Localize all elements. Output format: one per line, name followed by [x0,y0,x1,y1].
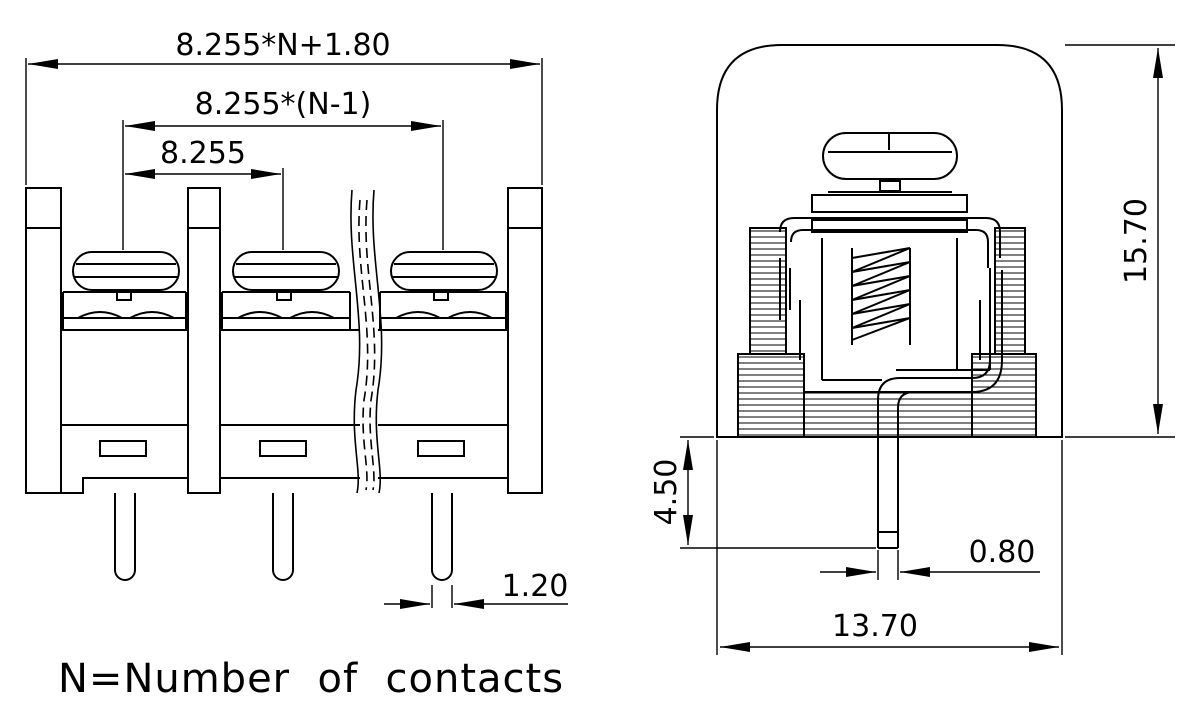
front-view-pins [114,493,453,581]
dim-overall-width-label: 8.255*N+1.80 [175,28,390,63]
dim-span-label: 8.255*(N-1) [195,87,372,122]
side-view-clamp [779,194,1001,381]
front-view-walls [25,187,543,494]
dim-pin-thickness-label: 0.80 [969,535,1036,570]
side-view-screw [822,132,958,345]
dim-pin-width-label: 1.20 [502,569,569,604]
front-view-extension-lines [25,58,543,608]
dim-pitch-label: 8.255 [160,136,246,171]
front-view [25,58,568,609]
front-view-body [61,329,508,494]
side-view [680,44,1175,655]
side-view-dimension-lines [683,48,1163,652]
dim-height-label: 15.70 [1119,198,1154,284]
side-view-cover [716,44,1063,438]
side-view-pin [877,270,1003,549]
front-view-break [350,189,383,494]
front-view-dimension-lines [28,59,568,609]
contacts-note: N=Number of contacts [58,656,564,702]
dim-pin-length-label: 4.50 [649,459,684,526]
front-view-screws [62,251,507,330]
dim-depth-label: 13.70 [832,609,918,644]
side-view-housing [737,227,1037,438]
side-view-extension-lines [680,44,1175,655]
